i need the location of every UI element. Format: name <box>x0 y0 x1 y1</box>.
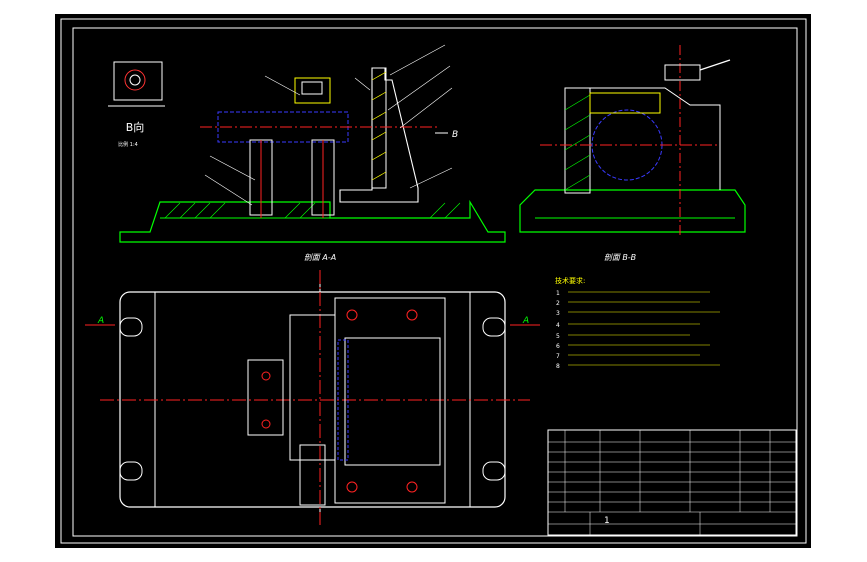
section-bb-view: 剖面 B-B <box>519 45 746 262</box>
section-a-mark-left: A <box>97 316 104 326</box>
plan-hidden-part <box>337 339 349 461</box>
bb-left-wall <box>564 87 591 194</box>
section-aa-view: B 剖面 A-A <box>119 44 506 262</box>
note-2: 2 <box>556 300 560 307</box>
notes-title: 技术要求: <box>555 276 585 285</box>
aa-base-plate <box>119 199 506 243</box>
view-b-detail: B向 比例 1:4 <box>108 61 165 148</box>
note-5: 5 <box>556 333 560 340</box>
outer-frame <box>60 18 807 544</box>
slot-top-right <box>482 317 506 337</box>
plan-bolt-1 <box>346 309 358 321</box>
view-b-title: B向 <box>126 120 145 134</box>
model-background <box>55 14 811 548</box>
aa-clamp-jaw <box>371 67 387 189</box>
view-b-outline <box>113 61 163 101</box>
note-6: 6 <box>556 343 560 350</box>
inner-frame <box>72 27 798 537</box>
aa-angle-plate <box>339 67 419 203</box>
plan-bolt-4 <box>406 481 418 493</box>
bb-base <box>519 189 746 233</box>
view-b-gear <box>124 69 146 91</box>
note-4: 4 <box>556 322 560 329</box>
bb-handle-lever <box>699 59 731 71</box>
plan-handle <box>299 444 326 506</box>
title-block-grid <box>548 430 796 535</box>
plan-clamp-body <box>289 314 336 461</box>
bb-handle-knob <box>664 64 701 81</box>
section-a-mark-right: A <box>522 316 529 326</box>
plan-bolt-2 <box>406 309 418 321</box>
slot-top-left <box>119 317 143 337</box>
aa-gear-block <box>294 77 331 104</box>
slot-bottom-left <box>119 461 143 481</box>
plan-view: A A <box>85 270 540 525</box>
note-1: 1 <box>556 290 560 297</box>
bb-frame <box>585 87 721 190</box>
note-7: 7 <box>556 353 560 360</box>
section-aa-title: 剖面 A-A <box>304 253 336 262</box>
technical-notes: 技术要求: 1 2 3 4 5 6 7 8 <box>555 276 720 370</box>
notes-text-lines <box>568 291 720 366</box>
bb-clamp-bar <box>589 92 661 114</box>
plan-support-block <box>247 359 284 436</box>
view-b-bore <box>129 74 141 86</box>
plan-angle-inner <box>344 337 441 466</box>
note-3: 3 <box>556 310 560 317</box>
aa-gear-insert <box>301 81 323 95</box>
plan-bolt-5 <box>261 371 271 381</box>
title-block: 1 <box>547 429 797 536</box>
plan-bolt-6 <box>261 419 271 429</box>
slot-bottom-right <box>482 461 506 481</box>
plan-bolt-3 <box>346 481 358 493</box>
sheet-number: 1 <box>604 516 610 526</box>
aa-jaw-hatch <box>371 71 387 181</box>
section-b-mark-top: B <box>452 130 458 140</box>
view-b-scale: 比例 1:4 <box>118 141 138 148</box>
title-block-frame <box>547 429 797 536</box>
bb-wall-hatch <box>564 94 591 191</box>
note-8: 8 <box>556 363 560 370</box>
section-bb-title: 剖面 B-B <box>604 253 636 262</box>
aa-leaders <box>204 44 453 206</box>
